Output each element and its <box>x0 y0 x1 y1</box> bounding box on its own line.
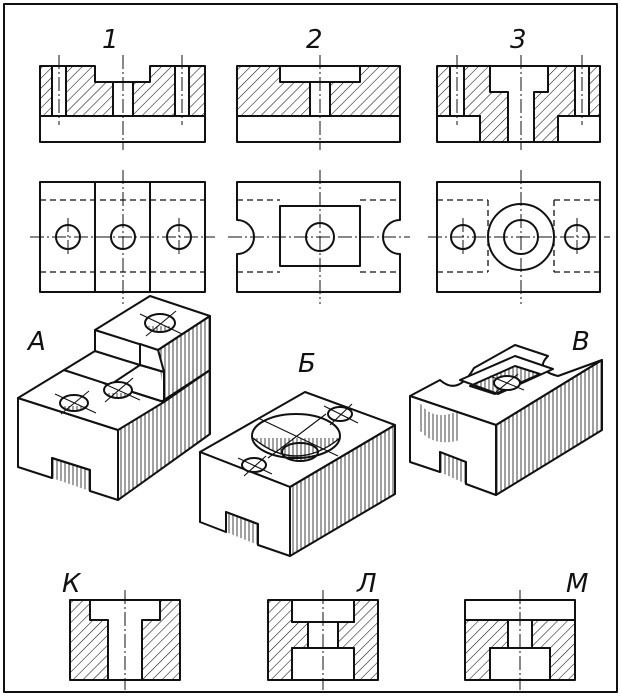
front-section-2 <box>236 55 401 150</box>
label-m: М <box>566 569 588 599</box>
top-view-2 <box>228 170 410 304</box>
section-m <box>464 590 576 690</box>
front-section-1 <box>39 55 206 150</box>
label-2: 2 <box>306 25 323 55</box>
label-1: 1 <box>102 25 119 55</box>
label-k: К <box>62 569 82 599</box>
label-l: Л <box>356 569 377 599</box>
section-k <box>69 590 181 690</box>
isometric-v <box>409 344 603 496</box>
top-view-3 <box>428 170 610 304</box>
top-view-1 <box>30 170 215 304</box>
section-l <box>267 590 379 690</box>
isometric-b <box>199 391 396 557</box>
label-v: В <box>572 327 590 357</box>
label-3: 3 <box>510 25 527 55</box>
label-a: А <box>26 327 46 357</box>
page-frame <box>3 3 618 693</box>
front-section-3 <box>436 55 601 150</box>
isometric-a <box>17 295 211 501</box>
label-b: Б <box>298 349 316 379</box>
